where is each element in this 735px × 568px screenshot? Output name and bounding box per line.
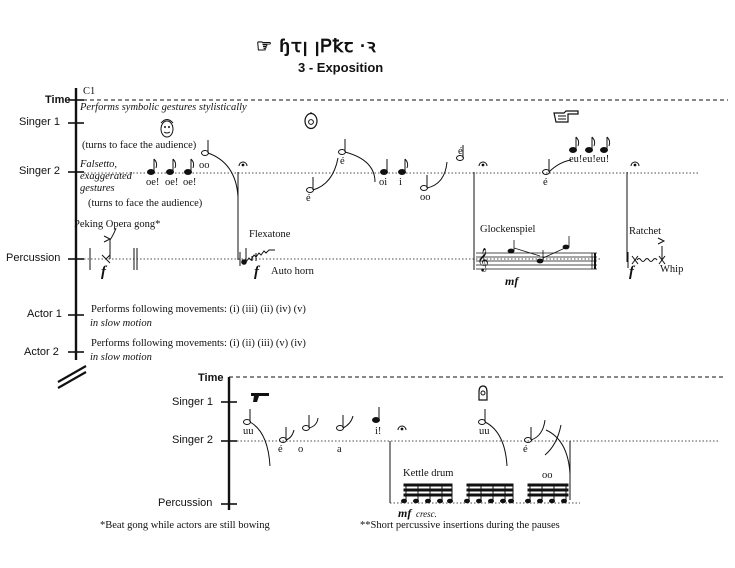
syllable: oo [420, 192, 431, 203]
perc-autohorn-label: Auto horn [271, 266, 314, 277]
syllable: oi [379, 177, 388, 188]
syllable: oe! [146, 177, 160, 188]
dynamic-f: f [101, 264, 106, 280]
perc-whip-label: Whip [660, 264, 684, 275]
pointing-hand-icon [552, 110, 580, 126]
syllable: é [523, 444, 528, 455]
singer1-turn-text: (turns to face the audience) [82, 140, 197, 151]
kettle-drum-label: Kettle drum [403, 468, 454, 479]
perc-flexatone-label: Flexatone [249, 229, 291, 240]
singer1-instruction: Performs symbolic gestures stylistically [80, 102, 247, 113]
perc-ratchet-label: Ratchet [629, 226, 662, 237]
page-subtitle: 3 - Exposition [298, 60, 384, 75]
dynamic-f: f [254, 264, 259, 280]
syllable: a [337, 444, 342, 455]
syllable: oo [199, 160, 210, 171]
syllable: i [399, 177, 402, 188]
circle-eye-icon [303, 112, 319, 130]
syllable: é [306, 193, 311, 204]
footnote-2: **Short percussive insertions during the… [360, 520, 560, 531]
syllable: i! [375, 426, 382, 437]
syllable: é [278, 444, 283, 455]
singer2-style-line2: exaggerated [80, 171, 132, 182]
row-label-percussion: Percussion [6, 252, 61, 264]
actor1-text: Performs following movements: (i) (iii) … [91, 304, 306, 315]
actor2-slow: in slow motion [90, 352, 152, 363]
row-label-singer1: Singer 1 [19, 116, 60, 128]
dynamic-mf: mf [505, 274, 519, 288]
syllable: oe! [183, 177, 197, 188]
time-label-2: Time [198, 372, 224, 384]
cue-label: C1 [83, 86, 96, 97]
syllable: oe! [165, 177, 179, 188]
row-label-percussion-2: Percussion [158, 497, 213, 509]
perc-gong-label: Peking Opera gong* [74, 219, 161, 230]
title-glyphs: ☞ ɧꚍꞁ ꞁᏢꝁꞇ ·ꝛ [256, 36, 377, 56]
row-label-singer2-2: Singer 2 [172, 434, 213, 446]
pistol-icon [250, 390, 272, 402]
row-label-singer2: Singer 2 [19, 165, 60, 177]
singer2-turn-text: (turns to face the audience) [88, 198, 203, 209]
row-label-actor2: Actor 2 [24, 346, 59, 358]
dynamic-f: f [629, 264, 634, 280]
syllable: é [543, 177, 548, 188]
syllable: uu [479, 426, 490, 437]
syllable: é [340, 156, 345, 167]
singer2-style-line3: gestures [80, 183, 115, 194]
raised-hand-icon [476, 384, 490, 402]
singer2-style: Falsetto, exaggerated gestures [80, 159, 132, 195]
footnote-1: *Beat gong while actors are still bowing [100, 520, 270, 531]
syllable: uu [243, 426, 254, 437]
perc-glock-label: Glockenspiel [480, 224, 536, 235]
syllable: é [458, 146, 463, 157]
syllable: o [298, 444, 304, 455]
singer2-style-line1: Falsetto, [80, 159, 118, 170]
syllable: oo [542, 470, 553, 481]
treble-clef-icon: 𝄞 [477, 249, 489, 271]
dynamic-mf: mf [398, 506, 412, 520]
actor1-slow: in slow motion [90, 318, 152, 329]
cresc-text: cresc. [416, 509, 437, 519]
time-label: Time [45, 94, 71, 106]
syllable: eu!eu!eu! [569, 154, 610, 165]
row-label-singer1-2: Singer 1 [172, 396, 213, 408]
actor2-text: Performs following movements: (i) (ii) (… [91, 338, 306, 349]
mask-face-icon [158, 117, 176, 139]
row-label-actor1: Actor 1 [27, 308, 62, 320]
